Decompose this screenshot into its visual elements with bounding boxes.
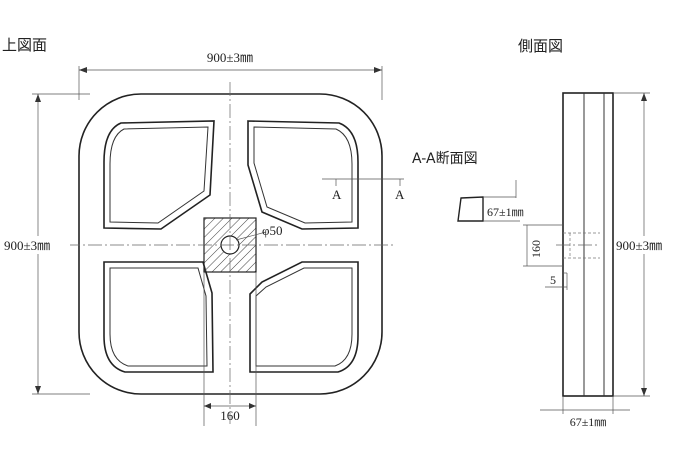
leader-center-hole: [235, 231, 267, 241]
side-view-title: 側面図: [518, 37, 563, 55]
dimension-side-160: 160: [529, 240, 543, 258]
frame-outer-edge: [78, 93, 383, 395]
dimension-side-height-bg: [615, 236, 679, 254]
opening-top-left: [103, 120, 215, 230]
opening-bottom-right-inner: [255, 267, 353, 367]
dimension-side-5: 5: [550, 273, 556, 287]
top-view-title: 上図面: [2, 36, 47, 54]
side-view: 側面図 160 5 900±3㎜ 67±1㎜: [518, 37, 679, 429]
dimension-left-height: 900±3㎜: [4, 238, 50, 253]
dimension-side-bottom: 67±1㎜: [570, 415, 607, 429]
dimension-section-thickness: 67±1㎜: [487, 205, 524, 219]
dimension-left-height-bg: [2, 236, 70, 254]
section-view-title: A-A断面図: [412, 151, 478, 167]
side-body: [562, 92, 614, 397]
section-profile: [457, 196, 484, 222]
dimension-center-hole: φ50: [262, 223, 283, 238]
section-marker-left: A: [332, 187, 342, 202]
opening-top-right: [247, 120, 359, 230]
section-view: A-A断面図 67±1㎜: [412, 151, 524, 222]
top-view: 上図面 900±3㎜ 900±3㎜ φ50: [2, 36, 405, 426]
opening-top-left-inner: [109, 126, 209, 224]
opening-bottom-right: [249, 261, 359, 373]
dimension-top-width: 900±3㎜: [207, 50, 253, 65]
dimension-bottom-center: 160: [220, 408, 240, 423]
section-marker-right: A: [395, 187, 405, 202]
opening-bottom-left-inner: [109, 267, 208, 367]
opening-bottom-left: [103, 261, 214, 373]
dimension-side-height: 900±3㎜: [616, 238, 662, 253]
opening-top-right-inner: [253, 126, 353, 224]
